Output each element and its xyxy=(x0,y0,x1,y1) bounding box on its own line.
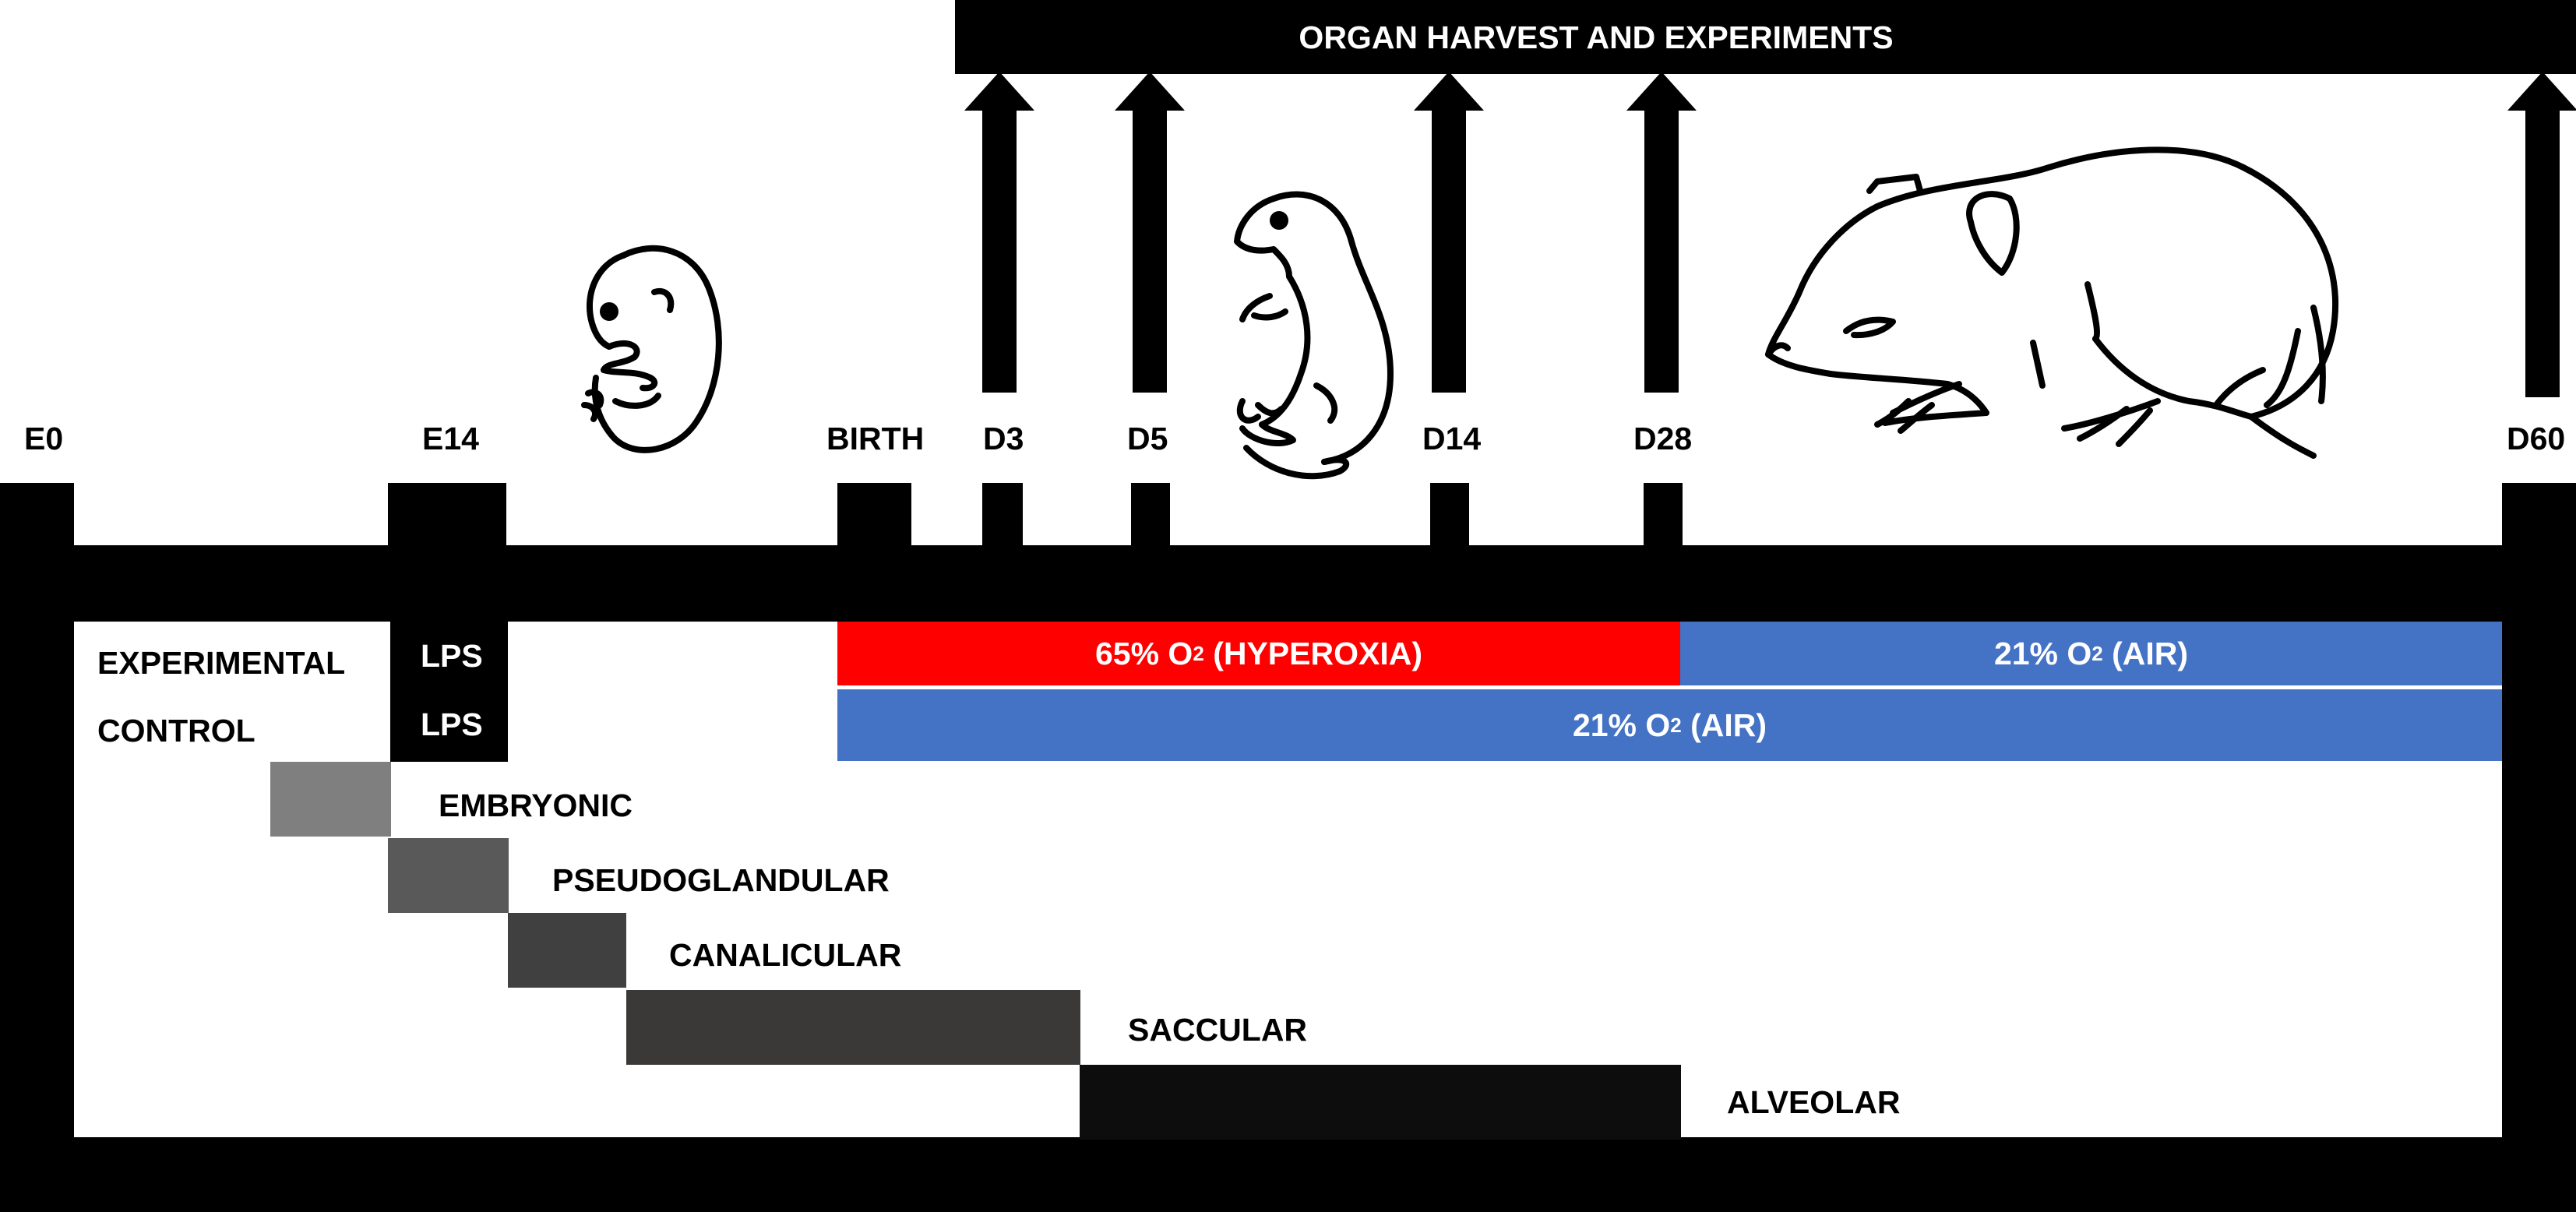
stage-block-canalicular xyxy=(508,913,626,988)
lps-experimental: LPS xyxy=(421,638,483,674)
hyperoxia-pre: 65% O xyxy=(1094,635,1193,671)
timepoint-e0: E0 xyxy=(24,421,64,456)
tick-d14 xyxy=(1430,483,1469,553)
lps-block xyxy=(390,622,508,762)
group-experimental-label: EXPERIMENTAL xyxy=(97,645,346,681)
timepoint-e14: E14 xyxy=(422,421,479,456)
timepoint-birth: BIRTH xyxy=(826,421,925,456)
timepoint-d60: D60 xyxy=(2507,421,2566,456)
stage-label-saccular: SACCULAR xyxy=(1128,1012,1308,1048)
stage-block-saccular xyxy=(626,990,1080,1065)
harvest-arrow-icon xyxy=(1414,72,1484,393)
adult-rat-icon xyxy=(1765,146,2339,459)
timeline-bar xyxy=(0,545,2576,622)
timepoint-d3: D3 xyxy=(983,421,1024,456)
frame-left xyxy=(0,483,74,1212)
harvest-label: ORGAN HARVEST AND EXPERIMENTS xyxy=(1299,19,1894,55)
frame-bottom xyxy=(0,1137,2576,1212)
tick-d28 xyxy=(1644,483,1683,553)
timepoint-d28: D28 xyxy=(1633,421,1693,456)
hyperoxia-post: (HYPEROXIA) xyxy=(1203,635,1422,671)
group-control-label: CONTROL xyxy=(97,713,255,749)
air-experimental-post: (AIR) xyxy=(2102,635,2189,671)
tick-d3 xyxy=(982,483,1023,553)
tick-d5 xyxy=(1131,483,1170,553)
harvest-banner xyxy=(955,0,2576,74)
air-experimental-pre: 21% O xyxy=(1993,635,2092,671)
harvest-arrow-icon xyxy=(1626,72,1697,393)
stage-label-canalicular: CANALICULAR xyxy=(669,937,902,973)
harvest-arrows xyxy=(964,72,2576,397)
stage-label-embryonic: EMBRYONIC xyxy=(439,787,633,823)
lps-control: LPS xyxy=(421,706,483,742)
stage-block-pseudoglandular xyxy=(388,838,509,913)
harvest-arrow-icon xyxy=(2507,72,2576,397)
stage-label-alveolar: ALVEOLAR xyxy=(1727,1084,1901,1120)
tick-e14 xyxy=(388,483,506,553)
neonatal-pup-icon xyxy=(1234,191,1394,480)
stage-label-pseudoglandular: PSEUDOGLANDULAR xyxy=(552,862,890,898)
timepoint-d5: D5 xyxy=(1127,421,1168,456)
embryo-icon xyxy=(581,245,722,453)
tick-birth xyxy=(837,483,911,553)
frame-right xyxy=(2502,483,2576,1212)
stage-block-embryonic xyxy=(270,762,391,837)
stage-block-alveolar xyxy=(1080,1065,1681,1140)
air-control-post: (AIR) xyxy=(1681,706,1767,743)
harvest-arrow-icon xyxy=(1115,72,1185,393)
harvest-arrow-icon xyxy=(964,72,1034,393)
air-control-pre: 21% O xyxy=(1572,706,1671,743)
timepoint-d14: D14 xyxy=(1422,421,1482,456)
